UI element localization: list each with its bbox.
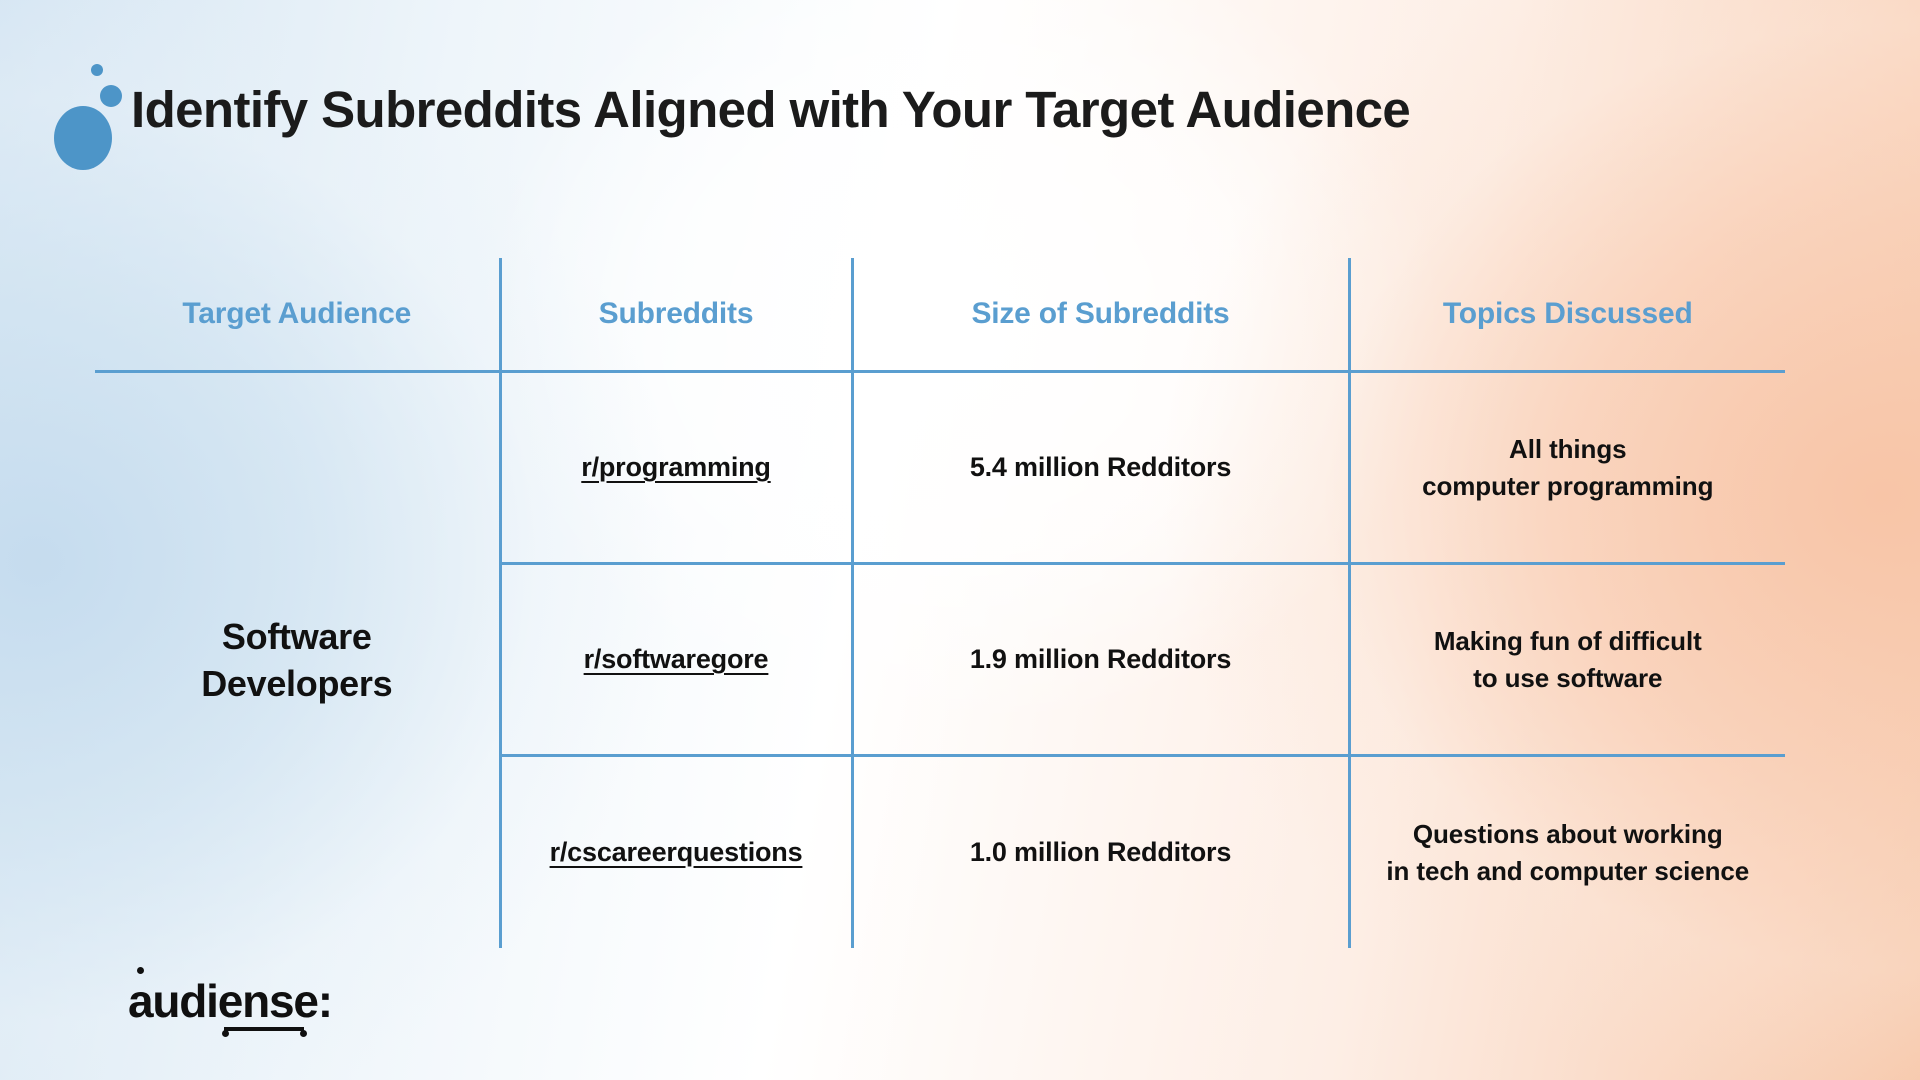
audiense-logo: audiense: [128,967,333,1038]
subreddit-table: Target Audience Subreddits Size of Subre… [95,258,1785,948]
topics-line-2: in tech and computer science [1386,855,1750,886]
column-header-topics-discussed: Topics Discussed [1347,258,1785,372]
topics-value: All things computer programming [1351,431,1786,505]
topics-value: Making fun of difficult to use software [1351,623,1786,697]
bubble-medium-icon [100,85,122,107]
cell-topics: All things computer programming [1349,371,1786,566]
column-header-subreddits: Subreddits [498,258,852,372]
size-value: 1.0 million Redditors [969,837,1232,868]
topics-line-1: Making fun of difficult [1433,625,1702,656]
audience-line-2: Developers [201,662,393,704]
table-row: r/softwaregore 1.9 million Redditors Mak… [95,563,1786,758]
brand-underline-dot-right-icon [300,1030,307,1037]
size-value: 1.9 million Redditors [969,644,1232,675]
header-row: Target Audience Subreddits Size of Subre… [95,258,1785,372]
table: Target Audience Subreddits Size of Subre… [95,258,1785,948]
cell-topics: Questions about working in tech and comp… [1349,756,1785,948]
cell-subreddit: r/programming [498,371,854,566]
table-row: Software Developers r/programming 5.4 mi… [95,371,1786,704]
subreddit-link-cscareerquestions[interactable]: r/cscareerquestions [549,837,803,868]
cell-subreddit: r/cscareerquestions [498,755,854,948]
size-value: 5.4 million Redditors [969,451,1232,482]
cell-size: 5.4 million Redditors [852,371,1351,566]
topics-line-2: to use software [1473,662,1663,693]
column-header-target-audience: Target Audience [182,297,412,330]
bubbles-icon [50,62,130,170]
audience-line-1: Software [221,616,372,658]
brand-underline-icon [224,1027,304,1031]
topics-value: Questions about working in tech and comp… [1351,816,1786,890]
table-header: Target Audience Subreddits Size of Subre… [95,258,1785,372]
table-body: Software Developers r/programming 5.4 mi… [95,371,1786,948]
topics-line-2: computer programming [1422,470,1714,501]
topics-line-1: Questions about working [1412,818,1723,849]
table-row: r/cscareerquestions 1.0 million Redditor… [95,755,1785,948]
bubble-small-icon [91,64,103,76]
header: Identify Subreddits Aligned with Your Ta… [50,62,1870,172]
cell-target-audience: Software Developers [95,372,500,949]
brand-dot-icon [137,967,144,974]
subreddit-link-programming[interactable]: r/programming [581,451,771,482]
cell-subreddit: r/softwaregore [498,563,854,758]
bubble-large-icon [54,106,112,170]
cell-size: 1.9 million Redditors [852,563,1351,758]
page-title: Identify Subreddits Aligned with Your Ta… [131,81,1411,138]
column-header-size-of-subreddits: Size of Subreddits [850,258,1349,372]
cell-topics: Making fun of difficult to use software [1349,563,1786,758]
brand-underline-dot-left-icon [222,1030,229,1037]
topics-line-1: All things [1509,433,1627,464]
cell-size: 1.0 million Redditors [852,755,1351,948]
subreddit-link-softwaregore[interactable]: r/softwaregore [583,644,769,675]
brand-wordmark: audiense: [128,975,333,1027]
